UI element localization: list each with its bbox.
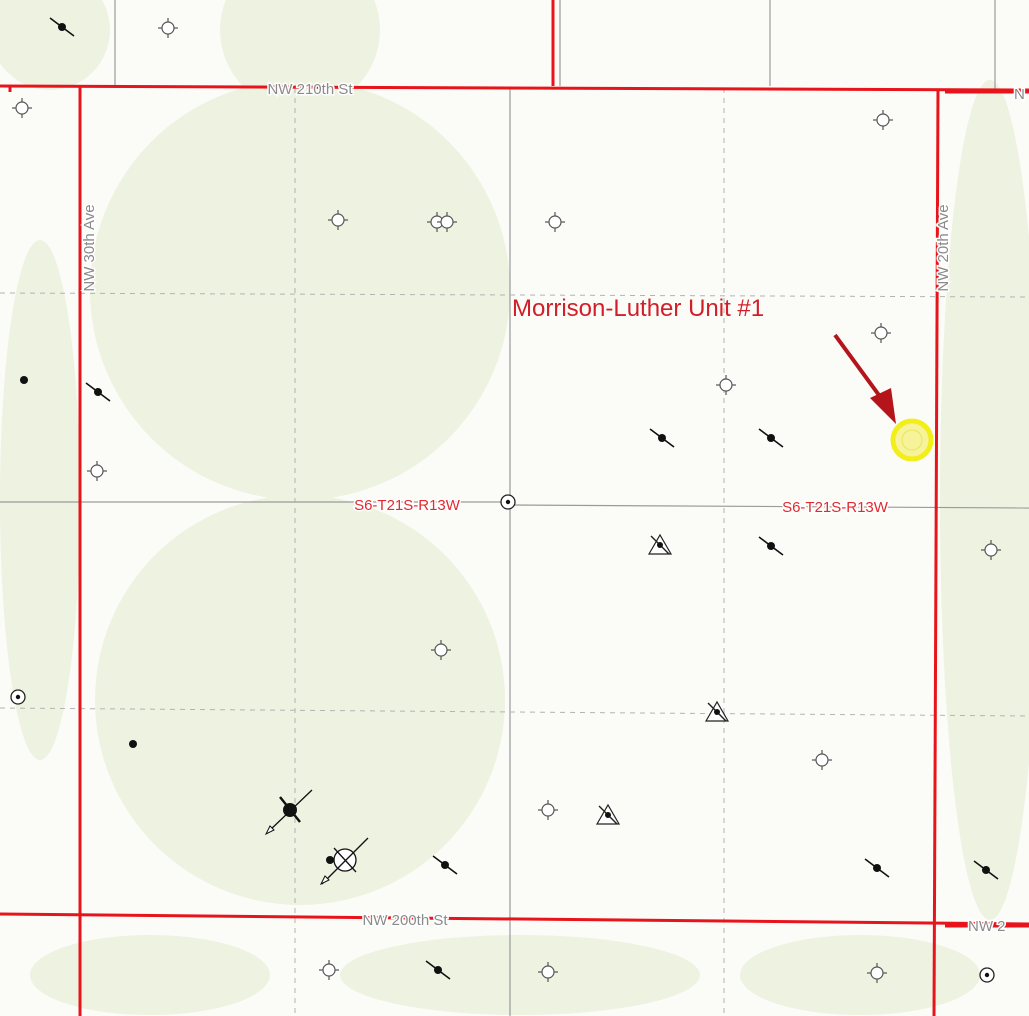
grid-lines bbox=[0, 88, 1029, 1016]
section-labels: S6-T21S-R13W S6-T21S-R13W bbox=[353, 496, 891, 518]
well-location-icon[interactable] bbox=[326, 856, 334, 864]
gas-well-icon[interactable] bbox=[500, 494, 516, 510]
directional-well-icon[interactable] bbox=[319, 837, 369, 886]
street-labels: NW 210th St NW 200th St NW 30th Ave NW 2… bbox=[80, 80, 1027, 937]
target-location-icon[interactable] bbox=[890, 418, 934, 462]
directional-well-icon[interactable] bbox=[264, 789, 313, 836]
section-label-left: S6-T21S-R13W bbox=[354, 497, 461, 514]
well-location-icon[interactable] bbox=[20, 376, 28, 384]
well-annotation: Morrison-Luther Unit #1 bbox=[512, 295, 934, 462]
gas-well-icon[interactable] bbox=[10, 689, 26, 705]
well-annotation-label: Morrison-Luther Unit #1 bbox=[512, 295, 764, 322]
pointer-arrow-icon bbox=[833, 333, 896, 424]
section-label-right: S6-T21S-R13W bbox=[782, 499, 889, 516]
street-label-east: NW 20th Ave bbox=[935, 204, 952, 291]
street-label-east-edge-north: N bbox=[1014, 86, 1025, 103]
street-label-south: NW 200th St bbox=[362, 912, 448, 929]
street-label-west: NW 30th Ave bbox=[81, 204, 98, 291]
street-label-north: NW 210th St bbox=[267, 81, 353, 98]
gas-well-icon[interactable] bbox=[979, 967, 995, 983]
street-label-east-edge-south: NW 2 bbox=[968, 918, 1006, 935]
well-location-icon[interactable] bbox=[129, 740, 137, 748]
